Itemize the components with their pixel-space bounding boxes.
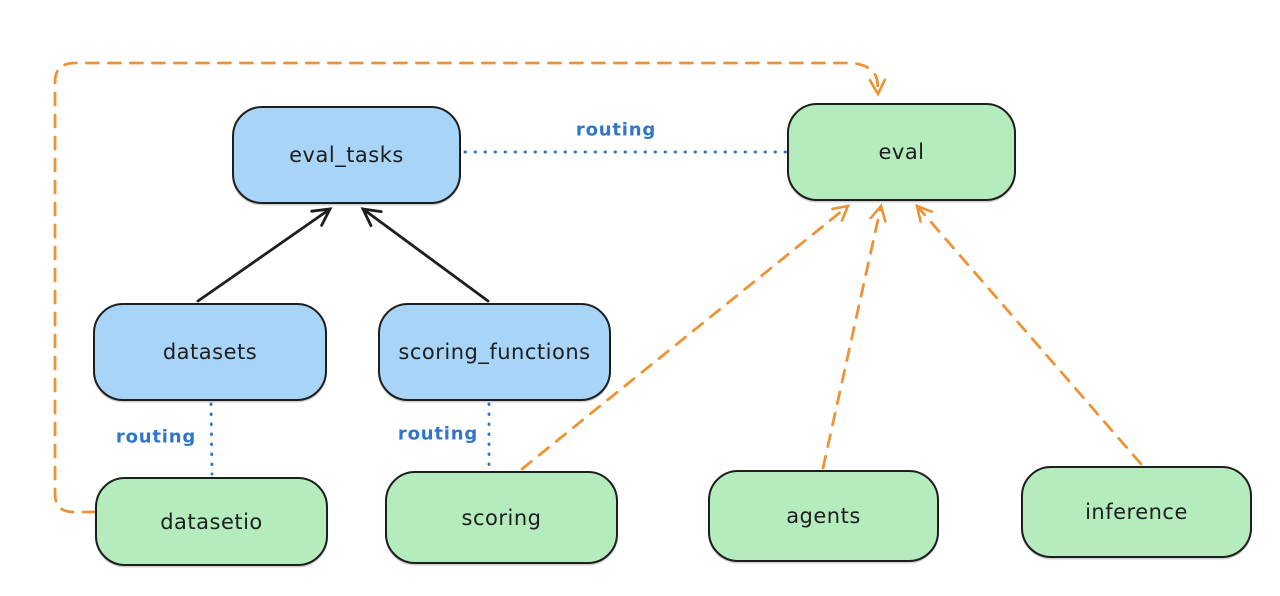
node-eval: eval (787, 103, 1016, 201)
edge-agents-to-eval (821, 203, 887, 470)
node-scoring: scoring (385, 471, 618, 564)
node-inference: inference (1021, 466, 1252, 558)
edge-label-routing-eval-tasks-eval: routing (575, 119, 657, 141)
node-datasets-label: datasets (162, 340, 258, 364)
node-eval-label: eval (878, 140, 925, 164)
node-datasetio: datasetio (95, 477, 328, 566)
edge-datasets-to-eval_tasks (196, 207, 333, 303)
node-eval-tasks: eval_tasks (232, 106, 461, 204)
node-datasets: datasets (93, 303, 327, 401)
node-scoring-functions: scoring_functions (378, 303, 611, 401)
node-inference-label: inference (1085, 500, 1188, 524)
node-agents: agents (708, 470, 939, 562)
edge-datasets-to-datasetio-routing (209, 402, 214, 476)
node-agents-label: agents (786, 504, 861, 528)
node-scoring-label: scoring (461, 505, 542, 530)
edge-inference-to-eval (915, 203, 1143, 466)
node-scoring-functions-label: scoring_functions (398, 340, 591, 364)
edge-label-routing-scoring-functions-scoring: routing (397, 423, 479, 445)
node-eval-tasks-label: eval_tasks (289, 143, 404, 167)
edge-label-routing-datasets-datasetio: routing (115, 426, 197, 448)
node-datasetio-label: datasetio (160, 509, 263, 534)
edge-scoring_functions-to-eval_tasks (360, 207, 490, 303)
